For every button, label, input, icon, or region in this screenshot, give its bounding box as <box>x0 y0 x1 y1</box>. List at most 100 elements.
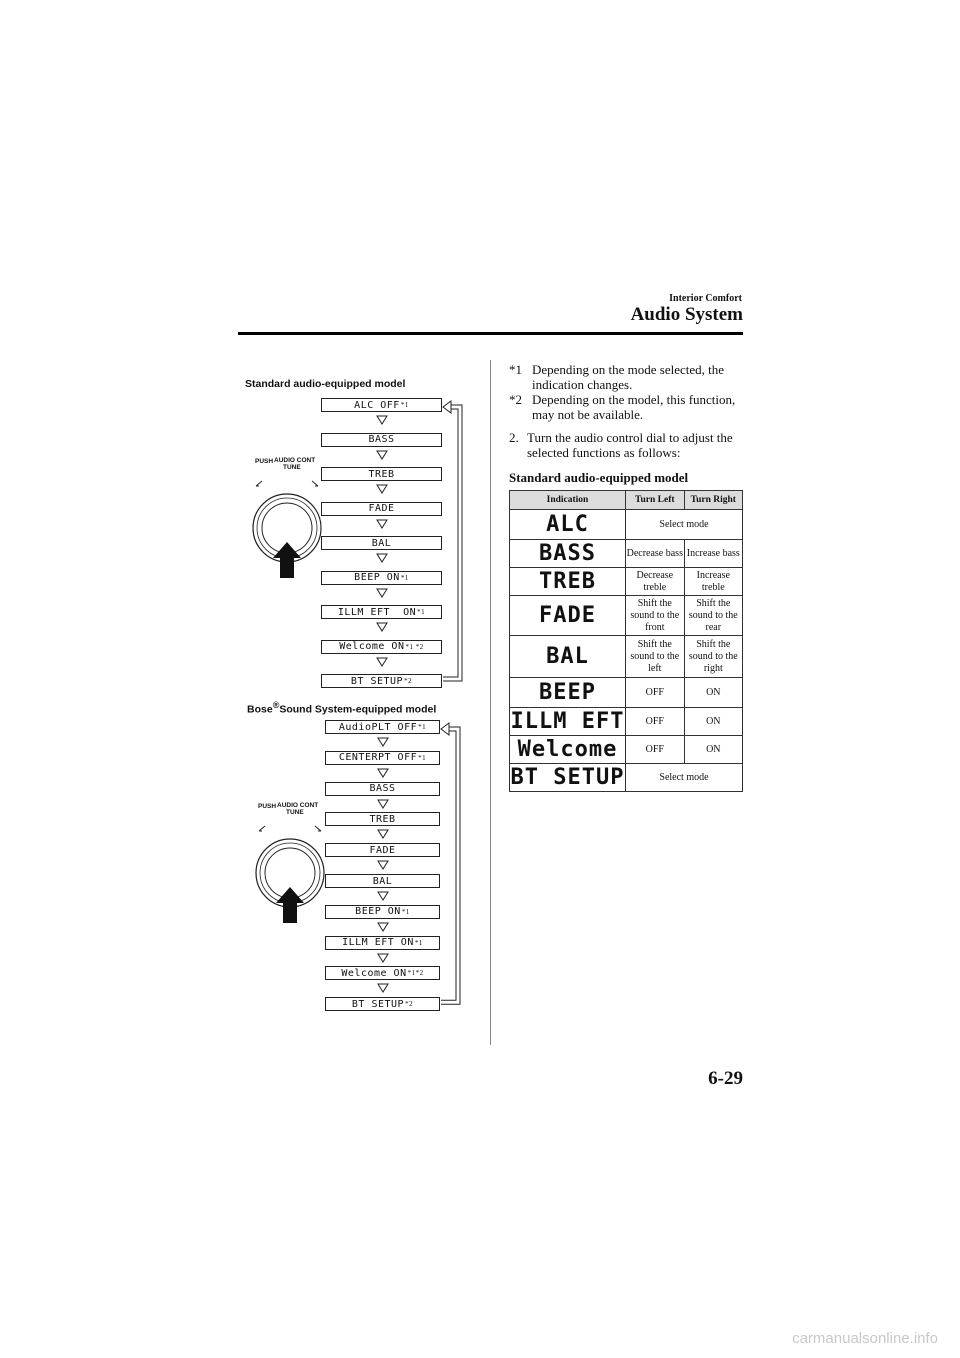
footnote-ref: *1 <box>400 401 409 409</box>
menu-item-label: ALC OFF <box>354 399 400 411</box>
dial-label-push: PUSH <box>258 803 277 810</box>
down-arrow-icon <box>376 829 389 840</box>
footnote-mark: *2 <box>509 392 522 407</box>
menu-item-box: BASS <box>321 432 442 447</box>
bose-diagram-heading: Bose®Sound System-equipped model <box>247 700 436 716</box>
menu-item-label: AudioPLT OFF <box>338 721 418 733</box>
menu-item-box: ILLM EFT ON*1 <box>321 605 442 619</box>
menu-item-label: FADE <box>368 503 395 514</box>
down-arrow-icon <box>376 860 389 871</box>
down-arrow-icon <box>375 519 388 529</box>
turn-left-cell: OFF <box>624 735 685 764</box>
menu-item-box: FADE <box>325 843 440 858</box>
return-loop-arrow <box>440 722 461 1005</box>
down-arrow-icon <box>375 415 388 425</box>
down-arrow-icon <box>376 922 389 932</box>
standard-diagram-heading: Standard audio-equipped model <box>245 378 406 390</box>
section-label: Interior Comfort <box>669 293 742 304</box>
audio-control-dial-icon <box>252 480 322 578</box>
registered-mark: ® <box>272 700 280 710</box>
merged-action-cell: Select mode <box>624 509 744 540</box>
indication-cell: Welcome <box>509 735 626 764</box>
turn-right-cell: ON <box>683 707 744 736</box>
down-arrow-icon <box>375 657 388 667</box>
dial-label-audio-cont: AUDIO CONT <box>277 802 319 809</box>
menu-item-label: Welcome ON <box>341 967 407 979</box>
dial-label-push: PUSH <box>255 458 274 465</box>
step-number: 2. <box>509 430 519 445</box>
down-arrow-icon <box>376 983 389 994</box>
indication-cell: TREB <box>509 567 626 596</box>
menu-item-box: TREB <box>321 467 442 481</box>
down-arrow-icon <box>375 484 388 494</box>
menu-item-box: CENTERPT OFF*1 <box>325 750 440 765</box>
down-arrow-icon <box>376 799 389 809</box>
menu-item-label: BAL <box>372 875 393 887</box>
down-arrow-icon <box>375 450 388 460</box>
footnote-ref: *1 <box>418 723 427 731</box>
indication-cell: BASS <box>509 539 626 568</box>
footnote-ref: *1 <box>418 753 427 762</box>
footnote-text: Depending on the model, this function, m… <box>532 392 736 422</box>
down-arrow-icon <box>375 588 388 598</box>
header-rule <box>238 332 743 335</box>
indication-cell: BT SETUP <box>509 763 626 792</box>
merged-action-cell: Select mode <box>624 763 744 792</box>
column-header-turn-left: Turn Left <box>624 490 685 510</box>
turn-right-cell: Shift the sound to the right <box>683 635 744 678</box>
menu-item-box: BAL <box>325 874 440 888</box>
turn-right-cell: Increase treble <box>683 567 744 596</box>
footnote-ref: *1 <box>400 573 409 582</box>
menu-item-label: BT SETUP <box>351 998 405 1010</box>
footer-watermark: carmanualsonline.info <box>792 1330 938 1347</box>
menu-item-label: TREB <box>368 468 395 480</box>
menu-item-label: ILLM EFT ON <box>342 937 414 949</box>
page-number: 6-29 <box>708 1068 743 1089</box>
footnote-mark: *1 <box>509 362 522 377</box>
dial-label-audio-cont: AUDIO CONT <box>274 457 316 464</box>
footnote-text: Depending on the mode selected, the indi… <box>532 362 725 392</box>
menu-item-label: TREB <box>369 813 396 825</box>
turn-left-cell: Decrease treble <box>624 567 685 596</box>
menu-item-label: BEEP ON <box>355 906 401 918</box>
turn-left-cell: OFF <box>624 677 685 708</box>
footnote-ref: *2 <box>404 677 413 685</box>
menu-item-box: TREB <box>325 812 440 827</box>
turn-right-cell: ON <box>683 735 744 764</box>
menu-item-label: BAL <box>371 537 392 549</box>
menu-item-label: BASS <box>368 434 395 445</box>
menu-item-box: AudioPLT OFF*1 <box>325 720 440 734</box>
down-arrow-icon <box>376 737 389 747</box>
audio-control-dial-icon <box>255 825 325 923</box>
footnote-ref: *1 <box>414 938 423 947</box>
bose-heading-rest: Sound System-equipped model <box>279 703 437 716</box>
menu-item-box: BAL <box>321 536 442 550</box>
menu-item-label: ILLM EFT ON <box>337 606 417 618</box>
menu-item-label: FADE <box>369 844 396 856</box>
turn-right-cell: ON <box>683 677 744 708</box>
menu-item-box: BT SETUP*2 <box>321 674 442 688</box>
indication-cell: ALC <box>509 509 626 540</box>
footnote-ref: *1 *2 <box>405 642 424 651</box>
menu-item-box: FADE <box>321 501 442 516</box>
dial-label-tune: TUNE <box>283 464 301 471</box>
column-divider <box>490 360 491 1045</box>
turn-left-cell: Decrease bass <box>624 539 685 568</box>
down-arrow-icon <box>376 891 389 901</box>
menu-item-box: Welcome ON*1 *2 <box>321 639 442 654</box>
down-arrow-icon <box>376 768 389 778</box>
turn-left-cell: Shift the sound to the front <box>624 595 685 636</box>
footnote-ref: *1 <box>417 608 426 616</box>
menu-item-label: Welcome ON <box>339 641 405 652</box>
indication-cell: BAL <box>509 635 626 678</box>
menu-item-box: BEEP ON*1 <box>321 570 442 585</box>
dial-label-tune: TUNE <box>286 809 304 816</box>
table-heading: Standard audio-equipped model <box>509 470 689 485</box>
